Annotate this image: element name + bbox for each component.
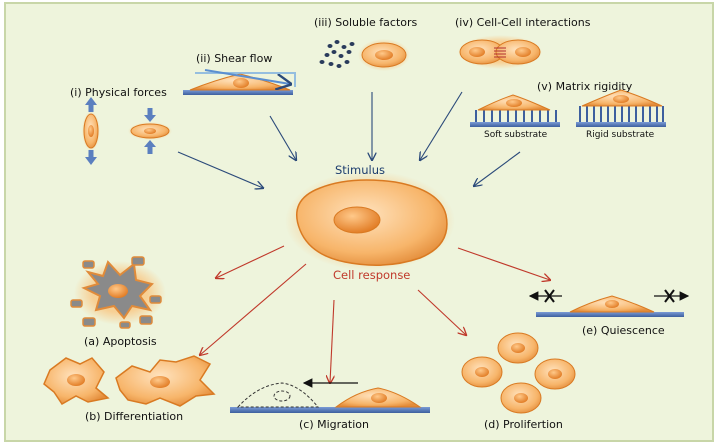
label-rigid-substrate: Rigid substrate: [586, 130, 655, 140]
soluble-factors-illustration: [319, 39, 410, 71]
label-stimulus: Stimulus: [335, 163, 385, 177]
arrow-quiescence: [457, 247, 550, 280]
label-proliferation: (d) Prolifertion: [484, 418, 563, 431]
physical-forces-illustration: [82, 97, 172, 165]
label-physical-forces: (i) Physical forces: [70, 86, 167, 99]
shear-flow-illustration: [183, 69, 296, 95]
label-apoptosis: (a) Apoptosis: [84, 335, 157, 348]
label-matrix-rigidity: (v) Matrix rigidity: [537, 80, 633, 93]
apoptosis-illustration: [70, 256, 166, 329]
arrow-shear-flow: [269, 115, 296, 160]
quiescence-illustration: [528, 289, 690, 317]
arrow-matrix-rigidity: [474, 151, 521, 186]
label-soluble-factors: (iii) Soluble factors: [314, 16, 418, 29]
label-differentiation: (b) Differentiation: [85, 410, 184, 423]
differentiation-illustration: [43, 355, 216, 407]
arrow-proliferation: [417, 289, 466, 335]
label-cell-response: Cell response: [333, 268, 411, 282]
arrow-migration: [330, 299, 334, 383]
migration-illustration: [230, 378, 430, 413]
response-arrows: [200, 245, 550, 383]
label-quiescence: (e) Quiescence: [582, 324, 665, 337]
arrow-cell-cell: [420, 91, 463, 160]
arrow-apoptosis: [216, 245, 285, 278]
arrow-physical-forces: [177, 151, 263, 188]
label-migration: (c) Migration: [299, 418, 369, 431]
label-cell-cell-interactions: (iv) Cell-Cell interactions: [455, 16, 591, 29]
label-shear-flow: (ii) Shear flow: [196, 52, 273, 65]
proliferation-illustration: [461, 332, 576, 414]
stimulus-arrows: [177, 91, 521, 188]
cell-cell-illustration: [458, 35, 542, 69]
label-soft-substrate: Soft substrate: [484, 130, 548, 140]
matrix-rigidity-illustration: [470, 89, 666, 127]
arrow-differentiation: [200, 263, 307, 355]
central-cell: [285, 171, 455, 271]
